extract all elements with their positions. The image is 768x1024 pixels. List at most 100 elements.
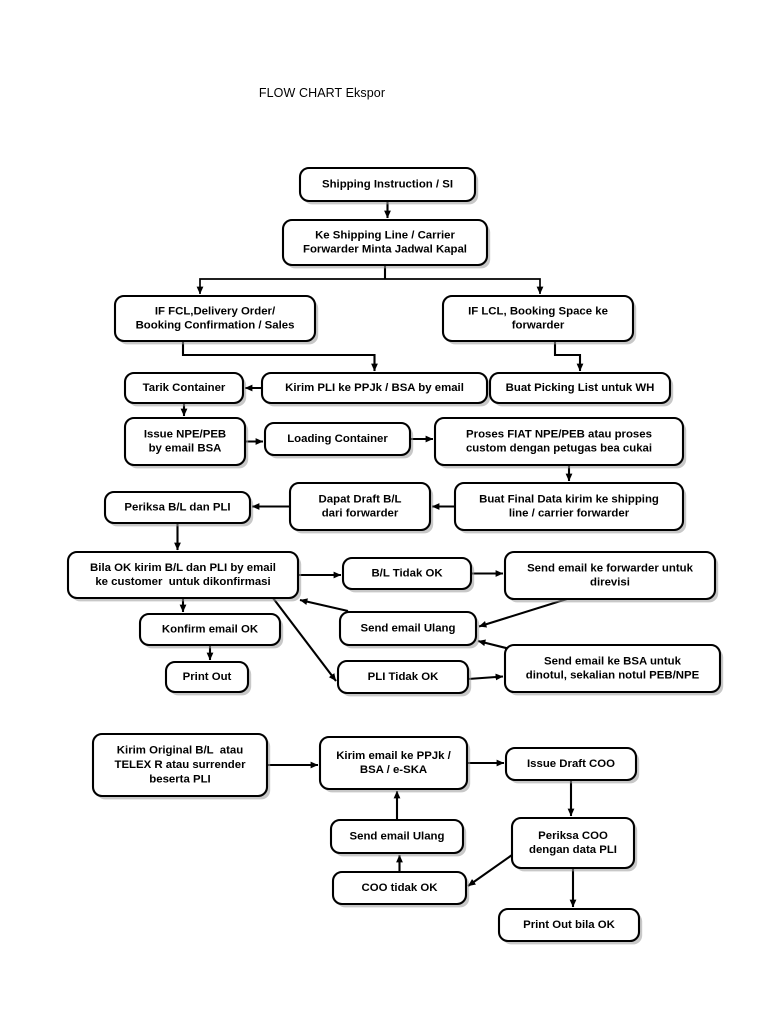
node-label: Issue Draft COO [527,758,615,770]
flow-node: B/L Tidak OK [341,556,475,593]
node-label: Kirim PLI ke PPJk / BSA by email [285,382,464,394]
flow-node: Tarik Container [123,371,247,407]
connector [553,341,584,372]
node-outline [263,421,412,457]
node-outline [288,481,432,532]
flow-node: Send email ke BSA untuk dinotul, sekalian… [503,643,724,696]
node-outline [341,556,473,591]
node-label: Ke Shipping Line / Carrier [315,229,455,241]
connector [183,353,378,372]
flow-node: Loading Container [263,421,414,459]
connector-layer [174,201,584,908]
node-label: Kirim Original B/L atau [117,745,243,757]
node-label: Issue NPE/PEB [144,428,226,440]
node-label: Buat Picking List untuk WH [506,382,655,394]
node-label: Dapat Draft B/L [319,493,402,505]
node-label: line / carrier forwarder [509,508,630,520]
flow-node: Send email Ulang [338,610,480,649]
node-label: B/L Tidak OK [371,568,443,580]
node-label: IF FCL,Delivery Order/ [155,305,276,317]
node-label: Konfirm email OK [162,624,259,636]
connector [385,278,544,295]
node-label: Send email Ulang [350,831,445,843]
node-outline [331,870,468,906]
node-outline [338,610,478,647]
node-outline [329,818,465,855]
node-label: beserta PLI [149,773,210,785]
node-outline [504,746,638,782]
connector [467,673,504,681]
node-label: Bila OK kirim B/L dan PLI by email [90,562,276,574]
node-label: Loading Container [287,433,388,445]
node-outline [441,294,635,343]
flow-node: Issue Draft COO [504,746,640,784]
node-outline [503,550,717,601]
connector [478,597,568,628]
node-label: TELEX R atau surrender [114,759,246,771]
node-label: Forwarder Minta Jadwal Kapal [303,244,467,256]
node-label: Send email ke forwarder untuk [527,562,694,574]
node-outline [123,371,245,405]
flow-node: Bila OK kirim B/L dan PLI by email ke cus… [66,550,302,602]
node-label: Buat Final Data kirim ke shipping [479,493,659,505]
node-outline [164,660,250,694]
connector [467,854,513,887]
node-label: IF LCL, Booking Space ke [468,305,608,317]
node-outline [103,490,252,525]
node-outline [260,371,489,405]
node-label: dari forwarder [322,508,399,520]
connector [272,597,337,682]
node-layer: Shipping Instruction / SI Ke Shipping Lin… [66,166,724,945]
flow-node: Kirim email ke PPJk / BSA / e-SKA [318,735,471,793]
flow-node: Print Out bila OK [497,907,643,945]
node-label: ke customer untuk dikonfirmasi [95,576,270,588]
node-outline [433,416,685,467]
node-outline [113,294,317,343]
node-outline [336,659,470,695]
flow-node: IF FCL,Delivery Order/Booking Confirmati… [113,294,319,345]
node-label: Print Out [183,671,232,683]
node-outline [138,612,282,647]
flow-node: Shipping Instruction / SI [298,166,479,205]
connector [196,278,385,295]
node-outline [510,816,636,870]
node-outline [453,481,685,532]
node-label: COO tidak OK [362,882,439,894]
node-label: Proses FIAT NPE/PEB atau proses [466,428,652,440]
flow-node: PLI Tidak OK [336,659,472,697]
node-label: Send email ke BSA untuk [544,655,682,667]
page-title-text: FLOW CHART Ekspor [258,86,386,100]
node-label: Kirim email ke PPJk / [336,750,451,762]
node-label: dengan data PLI [529,844,617,856]
node-label: Booking Confirmation / Sales [136,320,295,332]
flow-node: Konfirm email OK [138,612,284,649]
node-outline [281,218,489,267]
node-label: Periksa B/L dan PLI [124,502,230,514]
flow-node: Proses FIAT NPE/PEB atau proses custom de… [433,416,687,469]
node-label: BSA / e-SKA [360,764,427,776]
flow-node: Print Out [164,660,252,696]
node-label: dinotul, sekalian notul PEB/NPE [526,670,700,682]
flow-node: COO tidak OK [331,870,470,908]
node-outline [123,416,247,467]
flow-node: Dapat Draft B/L dari forwarder [288,481,434,534]
node-label: custom dengan petugas bea cukai [466,443,652,455]
node-label: Tarik Container [143,382,226,394]
node-outline [488,371,672,405]
node-outline [503,643,722,694]
node-label: Send email Ulang [361,623,456,635]
node-label: PLI Tidak OK [368,671,439,683]
flow-node: Periksa B/L dan PLI [103,490,254,527]
flow-node: Issue NPE/PEB by email BSA [123,416,249,469]
node-label: by email BSA [149,443,222,455]
page-title: FLOW CHART Ekspor [0,86,768,100]
flow-node: Buat Final Data kirim ke shipping line / … [453,481,687,534]
node-outline [318,735,469,791]
